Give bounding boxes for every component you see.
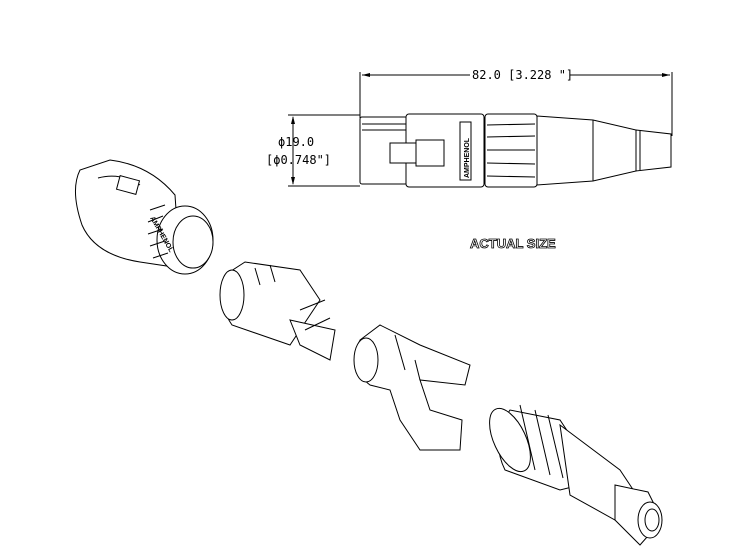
cable-clamp-part: [353, 324, 471, 451]
actual-size-caption: ACTUAL SIZE: [470, 236, 556, 251]
diameter-in-label: [ϕ0.748"]: [266, 153, 331, 167]
length-dimension: 82.0 [3.228 "]: [359, 68, 673, 136]
contact-insert-part: [219, 261, 336, 361]
diameter-mm-label: ϕ19.0: [278, 135, 314, 149]
diameter-dimension: ϕ19.0 [ϕ0.748"]: [266, 114, 360, 187]
assembled-connector-side-view: AMPHENOL: [359, 113, 672, 188]
connector-boot-part: [489, 404, 663, 546]
side-view-brand-label: AMPHENOL: [464, 137, 471, 178]
connector-housing-part: AMPHENOL: [75, 159, 214, 275]
length-dimension-label: 82.0 [3.228 "]: [472, 68, 573, 82]
